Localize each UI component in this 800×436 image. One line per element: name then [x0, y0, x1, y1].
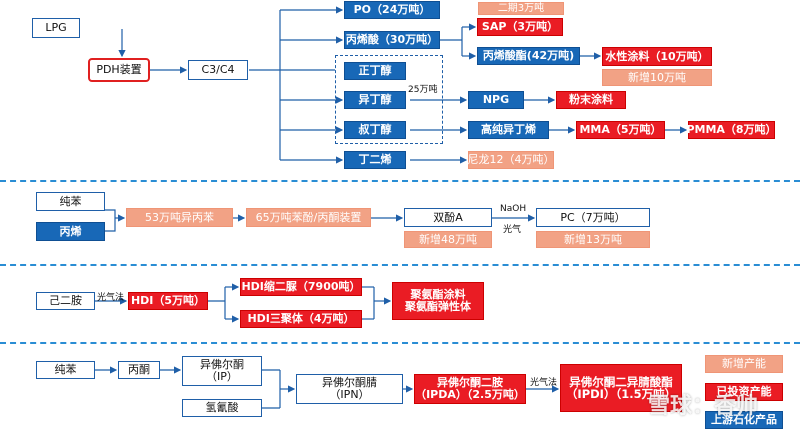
node-n-butanol: 正丁醇	[344, 62, 406, 80]
node-pdh: PDH装置	[88, 58, 150, 82]
node-butadiene: 丁二烯	[344, 151, 406, 169]
node-hcn: 氢氰酸	[182, 399, 262, 417]
node-po: PO（24万吨）	[344, 1, 440, 19]
node-ipn: 异佛尔酮腈 （IPN）	[296, 374, 403, 404]
legend-new-capacity: 新增产能	[705, 355, 783, 373]
node-new-13: 新增13万吨	[536, 231, 650, 248]
node-pmma: PMMA（8万吨）	[686, 121, 777, 139]
node-hdi-trimer: HDI三聚体（4万吨）	[240, 310, 362, 328]
section-separator	[0, 264, 800, 266]
ipn-code: （IPN）	[329, 388, 370, 401]
label-25wt: 25万吨	[408, 85, 438, 95]
node-isobutanol: 异丁醇	[344, 91, 406, 109]
node-mma: MMA（5万吨）	[576, 121, 665, 139]
node-high-purity-isobutene: 高纯异丁烯	[468, 121, 549, 139]
node-phase2: 二期3万吨	[478, 2, 564, 15]
ipdi-label: 异佛尔酮二异腈酸酯	[569, 375, 673, 389]
node-powder-coating: 粉末涂料	[556, 91, 626, 109]
ipda-label: 异佛尔酮二胺	[437, 376, 503, 389]
node-phenol-acetone: 65万吨苯酚/丙酮装置	[246, 208, 371, 227]
node-npg: NPG	[468, 91, 524, 109]
watermark: 雪球：香帅	[648, 394, 759, 419]
alcohol-group-frame	[335, 55, 443, 144]
label-phosgene-method-2: 光气法	[530, 378, 558, 388]
node-pu-products: 聚氨酯涂料 聚氨酯弹性体	[392, 282, 484, 320]
node-acrylic-acid: 丙烯酸（30万吨）	[344, 31, 440, 49]
node-isophorone: 异佛尔酮 （IP）	[182, 356, 262, 386]
node-acrylate: 丙烯酸酯(42万吨)	[477, 47, 580, 65]
node-hdi-biuret: HDI缩二脲（7900吨）	[240, 278, 362, 296]
node-nylon12: 尼龙12（4万吨）	[468, 151, 555, 169]
node-c3c4: C3/C4	[188, 60, 248, 80]
node-hexanediamine: 己二胺	[36, 292, 95, 310]
legend-upstream-product: 上游石化产品	[705, 411, 783, 429]
node-propylene: 丙烯	[36, 222, 105, 241]
node-ipda: 异佛尔酮二胺 （IPDA）（2.5万吨）	[414, 374, 526, 404]
node-benzene: 纯苯	[36, 192, 105, 211]
legend-finished-capacity: 已投资产能	[705, 383, 783, 401]
node-hdi: HDI（5万吨）	[128, 292, 208, 310]
node-ipdi: 异佛尔酮二异腈酸酯 （IPDI）（1.5万吨）	[560, 364, 682, 412]
node-new-48: 新增48万吨	[404, 231, 492, 248]
node-bpa: 双酚A	[404, 208, 492, 227]
label-phosgene: 光气	[503, 225, 522, 235]
node-waterborne-coating: 水性涂料（10万吨）	[602, 47, 712, 66]
node-acetone: 丙酮	[118, 361, 160, 379]
node-sap: SAP（3万吨）	[477, 18, 563, 36]
node-new-10: 新增10万吨	[602, 69, 712, 86]
node-t-butanol: 叔丁醇	[344, 121, 406, 139]
isophorone-code: （IP）	[206, 370, 238, 383]
node-pc: PC（7万吨）	[536, 208, 650, 227]
section-separator	[0, 180, 800, 182]
ipdi-capacity: （IPDI）（1.5万吨）	[565, 387, 677, 401]
isophorone-label: 异佛尔酮	[200, 358, 244, 371]
pu-elastomer-label: 聚氨酯弹性体	[405, 300, 471, 313]
node-cumene: 53万吨异丙苯	[126, 208, 233, 227]
section-separator	[0, 342, 800, 344]
node-benzene-2: 纯苯	[36, 361, 95, 379]
ipda-capacity: （IPDA）（2.5万吨）	[415, 388, 525, 401]
ipn-label: 异佛尔酮腈	[322, 376, 377, 389]
label-phosgene-method: 光气法	[97, 293, 125, 303]
node-lpg: LPG	[32, 18, 80, 38]
pu-coating-label: 聚氨酯涂料	[410, 288, 466, 301]
label-naoh: NaOH	[500, 204, 527, 214]
